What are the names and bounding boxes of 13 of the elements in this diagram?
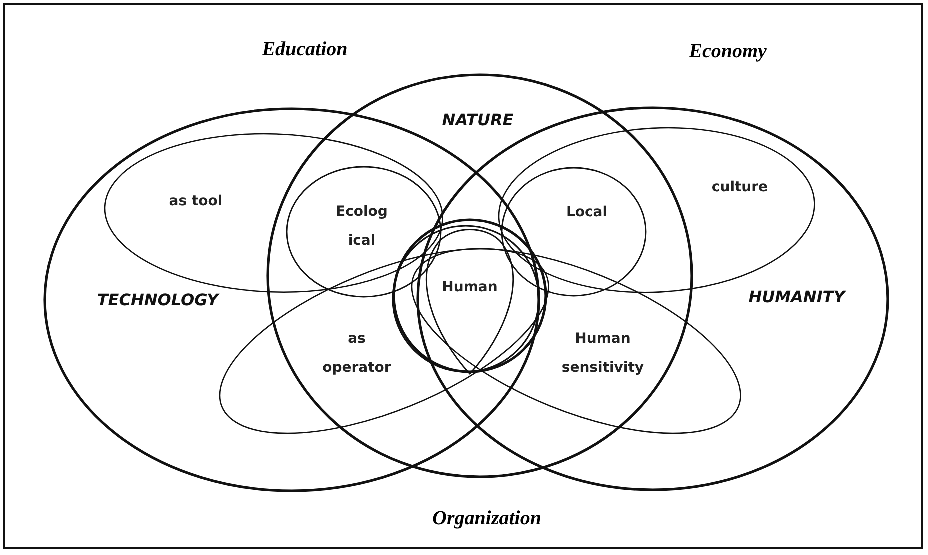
region-label: Ecolog ical (335, 203, 389, 251)
region-label: culture (712, 178, 768, 198)
region-label: as tool (169, 192, 223, 212)
region-label: as operator (322, 330, 392, 378)
region-label: Local (566, 204, 608, 222)
category-label: Economy (689, 40, 767, 64)
region-label: Human sensitivity (560, 330, 646, 378)
region-label: TECHNOLOGY (97, 290, 219, 312)
category-label: Organization (432, 508, 542, 530)
region-label: NATURE (442, 110, 514, 132)
region-label: Human (442, 278, 498, 298)
category-label: Education (262, 38, 348, 62)
region-label: HUMANITY (748, 286, 846, 308)
